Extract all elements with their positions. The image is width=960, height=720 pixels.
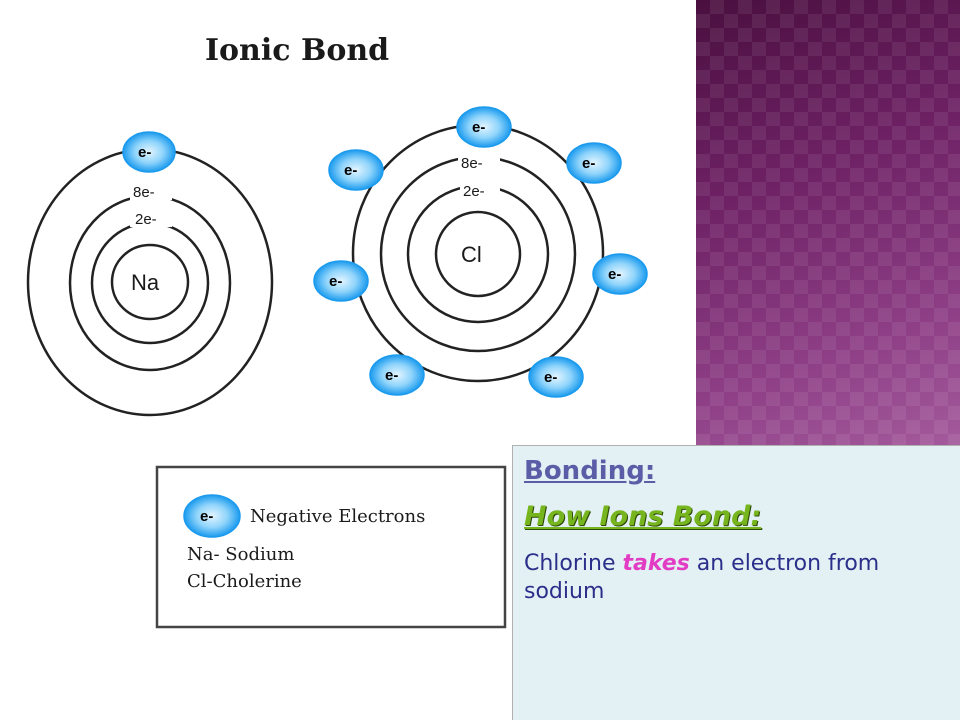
legend-entry-chlorine: Cl-Cholerine: [187, 571, 302, 592]
electron: e-: [328, 149, 384, 191]
legend-entry-sodium: Na- Sodium: [187, 544, 294, 565]
body-text-start: Chlorine: [524, 550, 623, 576]
svg-text:e-: e-: [385, 367, 398, 384]
sodium-8e-label: 8e-: [133, 184, 155, 201]
text-box: Bonding: How Ions Bond: Chlorine takes a…: [512, 445, 960, 720]
svg-text:e-: e-: [138, 144, 151, 161]
svg-text:e-: e-: [544, 369, 557, 386]
svg-text:e-: e-: [329, 273, 342, 290]
svg-text:e-: e-: [608, 266, 621, 283]
electron: e-: [456, 106, 512, 148]
sodium-symbol: Na: [131, 270, 160, 295]
svg-text:e-: e-: [472, 119, 485, 136]
legend: e- Negative Electrons Na- Sodium Cl-Chol…: [155, 465, 507, 629]
sodium-atom: 8e- 2e- Na e-: [26, 131, 274, 417]
ionic-bond-diagram: Ionic Bond 8e- 2e- Na e- 8e-: [26, 33, 648, 629]
electron: e-: [369, 354, 425, 396]
svg-text:e-: e-: [582, 155, 595, 172]
legend-box: [155, 465, 507, 629]
sodium-nucleus: [110, 243, 190, 321]
body-text-end: an electron from sodium: [524, 550, 880, 605]
electron: e-: [528, 356, 584, 398]
electron: e-: [122, 131, 176, 173]
diagram-title: Ionic Bond: [205, 33, 389, 68]
heading-bonding: Bonding:: [524, 456, 656, 486]
emphasis-takes: takes: [622, 550, 690, 576]
decorative-purple-panel: [696, 0, 960, 445]
svg-text:e-: e-: [344, 162, 357, 179]
chlorine-8e-label: 8e-: [461, 155, 483, 172]
electron: e-: [566, 142, 622, 184]
legend-entry-electrons: Negative Electrons: [250, 506, 425, 527]
electron: e-: [313, 260, 369, 302]
chlorine-atom: 8e- 2e- Cl e- e- e- e- e-: [313, 106, 648, 398]
electron: e-: [592, 253, 648, 295]
body-text: Chlorine takes an electron from sodium: [524, 550, 946, 607]
chlorine-nucleus: [434, 210, 522, 298]
chlorine-2e-label: 2e-: [463, 183, 485, 200]
svg-text:e-: e-: [200, 508, 213, 525]
legend-electron-icon: e-: [183, 494, 241, 538]
chlorine-symbol: Cl: [461, 242, 482, 267]
subheading-how-ions-bond: How Ions Bond:: [524, 501, 762, 533]
sodium-2e-label: 2e-: [135, 211, 157, 228]
